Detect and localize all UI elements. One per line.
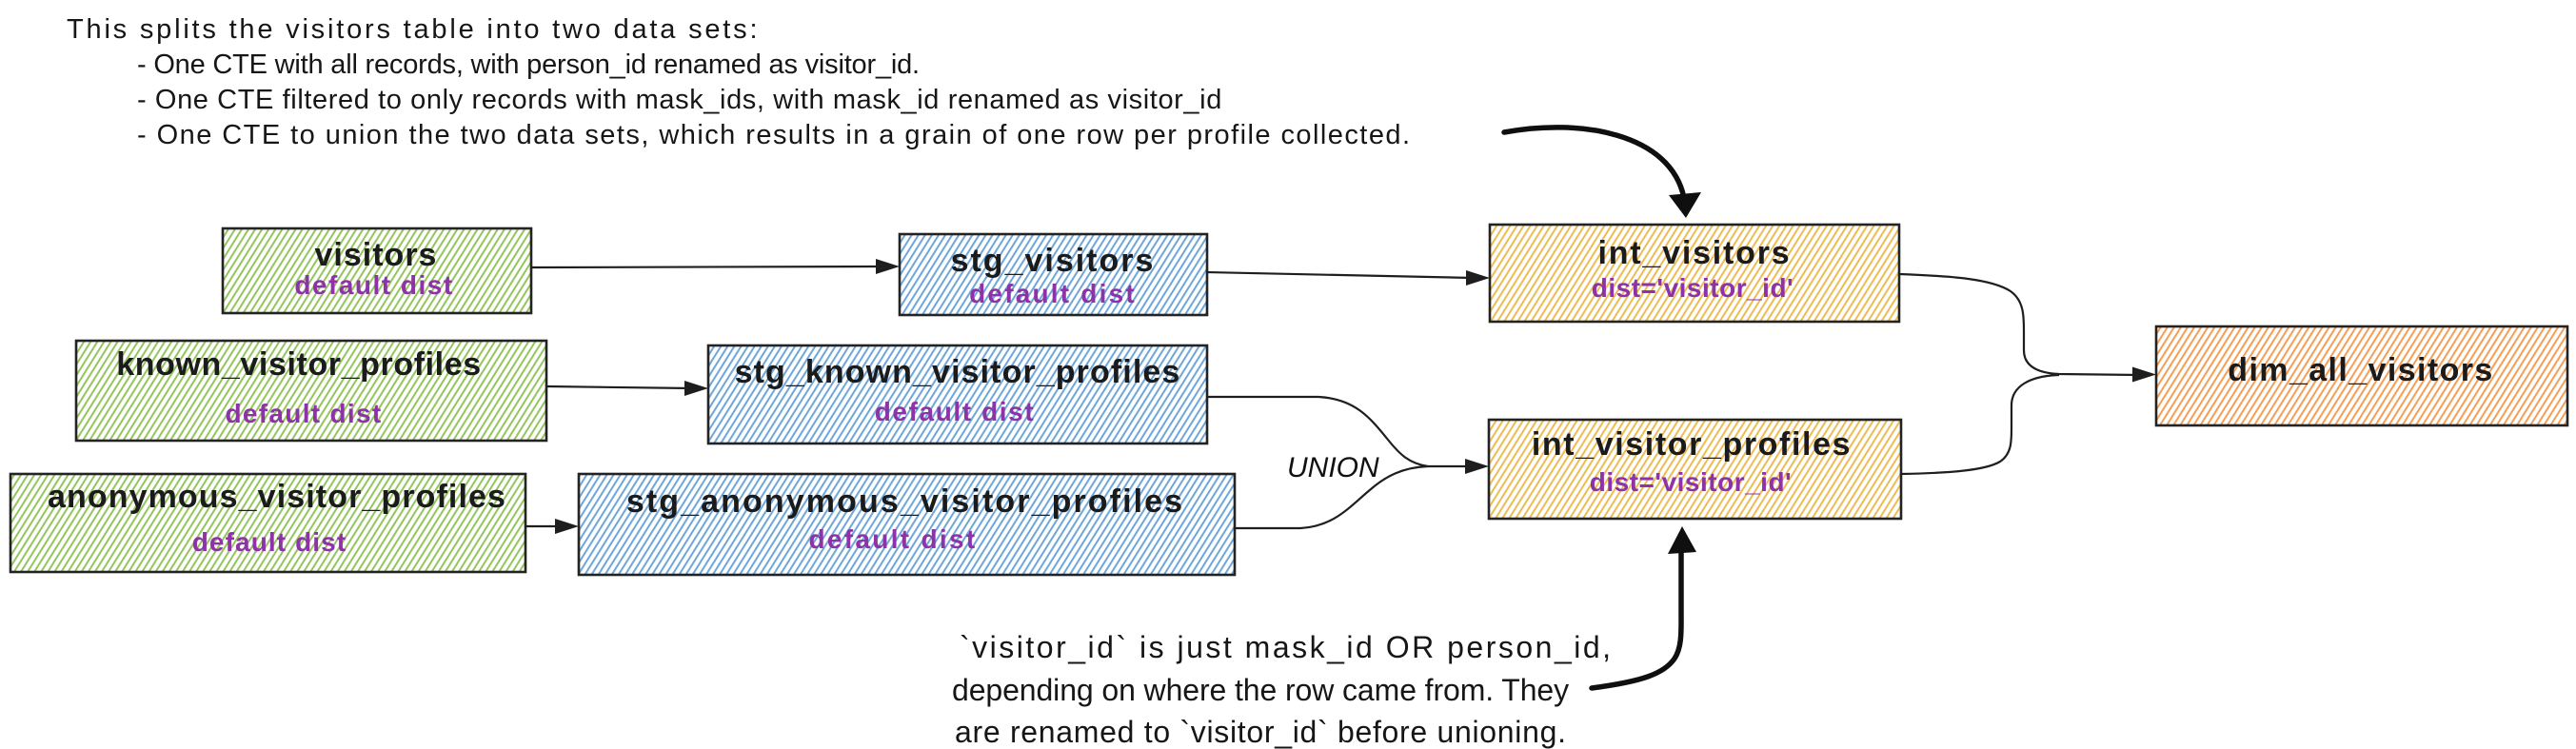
- svg-text:int_visitor_profiles: int_visitor_profiles: [1532, 426, 1852, 463]
- svg-text:default dist: default dist: [294, 270, 453, 300]
- svg-text:`visitor_id` is just mask_id O: `visitor_id` is just mask_id OR person_i…: [960, 630, 1614, 664]
- svg-text:- One CTE filtered to only rec: - One CTE filtered to only records with …: [137, 85, 1222, 115]
- svg-text:This splits the visitors table: This splits the visitors table into two …: [67, 14, 760, 45]
- svg-text:known_visitor_profiles: known_visitor_profiles: [116, 346, 482, 383]
- svg-text:default dist: default dist: [226, 399, 383, 428]
- svg-text:- One CTE with all records, wi: - One CTE with all records, with person_…: [137, 49, 920, 80]
- svg-text:- One CTE to union the two dat: - One CTE to union the two data sets, wh…: [137, 120, 1411, 150]
- svg-text:dist='visitor_id': dist='visitor_id': [1592, 273, 1793, 303]
- svg-text:anonymous_visitor_profiles: anonymous_visitor_profiles: [48, 479, 506, 515]
- svg-text:default dist: default dist: [192, 527, 347, 557]
- svg-text:stg_anonymous_visitor_profiles: stg_anonymous_visitor_profiles: [626, 483, 1184, 520]
- svg-text:UNION: UNION: [1287, 452, 1379, 483]
- svg-text:visitors: visitors: [315, 237, 438, 273]
- svg-text:depending on where the row cam: depending on where the row came from. Th…: [952, 673, 1569, 707]
- svg-text:default dist: default dist: [969, 279, 1137, 308]
- svg-text:are renamed to `visitor_id` be: are renamed to `visitor_id` before union…: [955, 715, 1567, 749]
- svg-text:default dist: default dist: [809, 524, 978, 554]
- svg-text:stg_visitors: stg_visitors: [951, 243, 1156, 279]
- svg-text:default dist: default dist: [875, 397, 1036, 426]
- svg-text:int_visitors: int_visitors: [1598, 235, 1792, 271]
- svg-text:dim_all_visitors: dim_all_visitors: [2228, 352, 2493, 388]
- svg-text:stg_known_visitor_profiles: stg_known_visitor_profiles: [735, 354, 1181, 390]
- svg-text:dist='visitor_id': dist='visitor_id': [1590, 467, 1792, 497]
